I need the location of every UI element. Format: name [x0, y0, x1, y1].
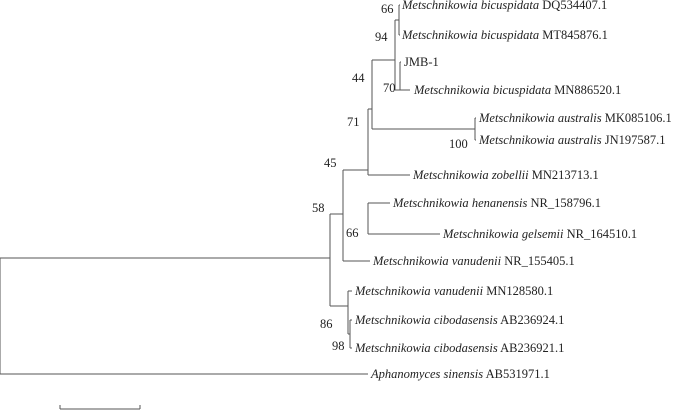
taxon-label: Metschnikowia bicuspidata MN886520.1: [413, 83, 621, 97]
bootstrap-label: 100: [449, 137, 468, 151]
scale-bar: [59, 405, 141, 410]
bootstrap-values: 66 94 70 44 100 71 45 66 58 86 98: [312, 2, 468, 353]
bootstrap-label: 71: [347, 115, 360, 129]
taxon-label: Metschnikowia australis JN197587.1: [478, 133, 665, 147]
taxon-label: Metschnikowia zobellii MN213713.1: [412, 168, 599, 182]
bootstrap-label: 70: [383, 81, 396, 95]
bootstrap-label: 66: [346, 226, 359, 240]
taxon-label: JMB-1: [404, 55, 439, 69]
bootstrap-label: 94: [375, 30, 388, 44]
bootstrap-label: 44: [352, 71, 365, 85]
taxon-label: Metschnikowia cibodasensis AB236924.1: [354, 313, 564, 327]
taxon-label: Metschnikowia bicuspidata DQ534407.1: [401, 0, 607, 12]
bootstrap-label: 58: [312, 201, 325, 215]
taxon-label: Metschnikowia henanensis NR_158796.1: [392, 196, 601, 210]
taxon-label: Metschnikowia bicuspidata MT845876.1: [401, 28, 608, 42]
bootstrap-label: 66: [381, 2, 394, 16]
taxon-labels: Metschnikowia bicuspidata DQ534407.1 Met…: [354, 0, 672, 381]
taxon-label: Metschnikowia vanudenii NR_155405.1: [372, 254, 575, 268]
bootstrap-label: 86: [320, 317, 333, 331]
tree-branches: [0, 4, 476, 375]
taxon-label: Metschnikowia vanudenii MN128580.1: [354, 284, 553, 298]
taxon-label: Metschnikowia cibodasensis AB236921.1: [354, 341, 564, 355]
taxon-label: Metschnikowia gelsemii NR_164510.1: [442, 227, 637, 241]
bootstrap-label: 45: [324, 156, 337, 170]
bootstrap-label: 98: [332, 339, 345, 353]
taxon-label: Metschnikowia australis MK085106.1: [478, 111, 672, 125]
taxon-label: Aphanomyces sinensis AB531971.1: [370, 367, 550, 381]
